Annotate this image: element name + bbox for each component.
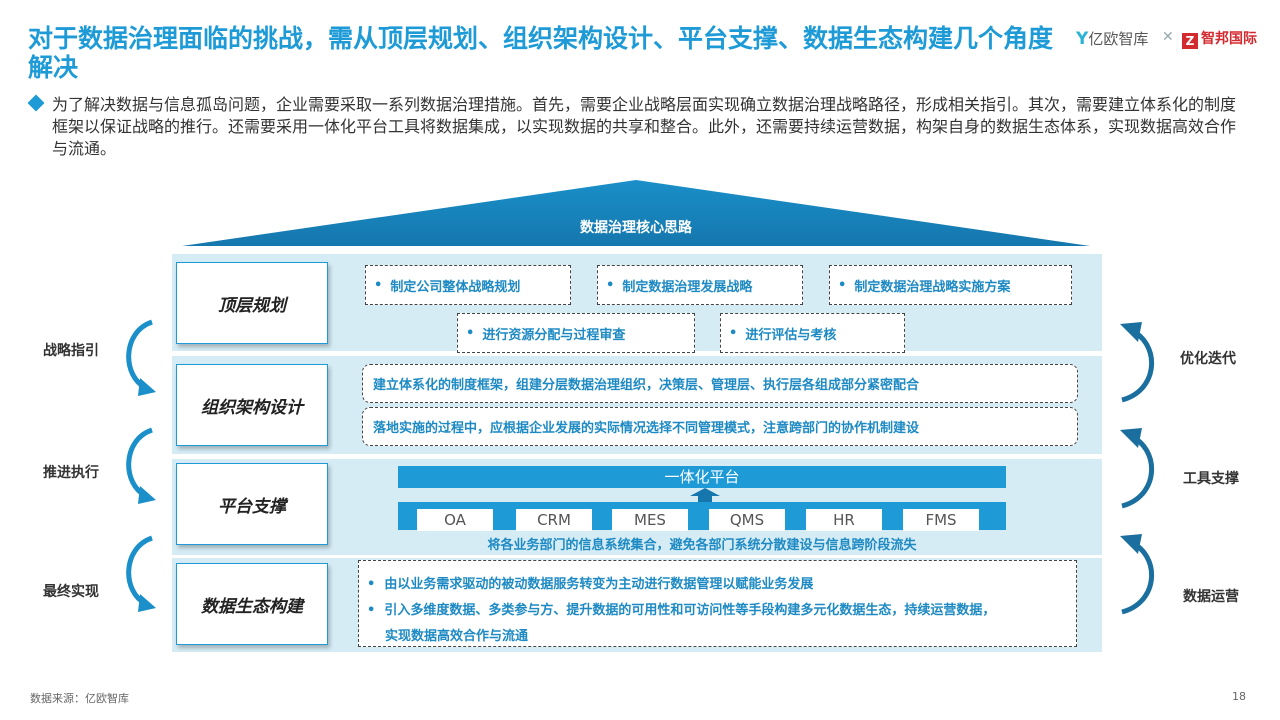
eco-item-1-text: 由以业务需求驱动的被动数据服务转变为主动进行数据管理以赋能业务发展 <box>384 577 814 592</box>
top-item-5-text: 进行评估与考核 <box>745 327 837 343</box>
curved-arrow-down-icon <box>126 319 156 396</box>
zhibang-logo-icon: Z <box>1182 33 1198 49</box>
label-final-realization: 最终实现 <box>43 584 99 600</box>
layer-org-design-title: 组织架构设计 <box>176 364 328 446</box>
org-item-2: 落地实施的过程中，应根据企业发展的实际情况选择不同管理模式，注意跨部门的协作机制… <box>362 407 1078 446</box>
system-mes: MES <box>612 509 688 531</box>
org-item-1: 建立体系化的制度框架，组建分层数据治理组织，决策层、管理层、执行层各组成部分紧密… <box>362 364 1078 403</box>
system-fms: FMS <box>903 509 979 531</box>
system-crm: CRM <box>516 509 592 531</box>
unified-platform-bar: 一体化平台 <box>398 466 1006 488</box>
curved-arrow-down-icon <box>126 427 156 504</box>
platform-note: 将各业务部门的信息系统集合，避免各部门系统分散建设与信息跨阶段流失 <box>487 538 917 553</box>
top-item-2: • 制定数据治理发展战略 <box>597 265 803 305</box>
top-item-4-text: 进行资源分配与过程审查 <box>482 327 626 343</box>
intro-text: 为了解决数据与信息孤岛问题，企业需要采取一系列数据治理措施。首先，需要企业战略层… <box>52 95 1237 158</box>
top-item-4: • 进行资源分配与过程审查 <box>457 313 695 353</box>
system-oa: OA <box>417 509 493 531</box>
eco-item-2-cont: 实现数据高效合作与流通 <box>385 629 529 644</box>
bullet-dot: • <box>838 277 847 293</box>
page-title: 对于数据治理面临的挑战，需从顶层规划、组织架构设计、平台支撑、数据生态构建几个角… <box>28 24 1054 82</box>
up-arrow-icon <box>690 488 720 502</box>
label-execution: 推进执行 <box>43 465 99 481</box>
bullet-dot: • <box>729 325 738 341</box>
top-item-2-text: 制定数据治理发展战略 <box>622 279 753 295</box>
curved-arrow-down-icon <box>126 535 156 612</box>
eco-items-box: • 由以业务需求驱动的被动数据服务转变为主动进行数据管理以赋能业务发展 • 引入… <box>358 560 1077 647</box>
cross-icon: ✕ <box>1162 29 1174 45</box>
bullet-dot: • <box>367 603 376 618</box>
roof-triangle <box>182 180 1090 246</box>
eco-item-1: • 由以业务需求驱动的被动数据服务转变为主动进行数据管理以赋能业务发展 <box>367 573 813 592</box>
curved-arrow-up-icon <box>1120 428 1155 509</box>
system-hr: HR <box>806 509 882 531</box>
label-tool-support: 工具支撑 <box>1183 471 1239 487</box>
label-optimize-iterate: 优化迭代 <box>1180 351 1236 367</box>
eco-item-2: • 引入多维度数据、多类参与方、提升数据的可用性和可访问性等手段构建多元化数据生… <box>367 599 995 618</box>
bullet-dot: • <box>606 277 615 293</box>
bullet-dot: • <box>367 577 376 592</box>
yiou-logo-text: 亿欧智库 <box>1088 30 1149 48</box>
label-data-operation: 数据运营 <box>1183 589 1239 605</box>
org-item-2-text: 落地实施的过程中，应根据企业发展的实际情况选择不同管理模式，注意跨部门的协作机制… <box>373 421 920 436</box>
layer-platform-title: 平台支撑 <box>176 463 328 545</box>
label-strategy-guide: 战略指引 <box>43 343 99 359</box>
top-item-3-text: 制定数据治理战略实施方案 <box>854 279 1011 295</box>
layer-top-planning-title: 顶层规划 <box>176 262 328 344</box>
page-number: 18 <box>1232 690 1246 703</box>
data-source: 数据来源：亿欧智库 <box>30 692 129 705</box>
curved-arrow-up-icon <box>1120 534 1155 615</box>
bullet-dot: • <box>466 325 475 341</box>
org-item-1-text: 建立体系化的制度框架，组建分层数据治理组织，决策层、管理层、执行层各组成部分紧密… <box>373 378 920 393</box>
system-qms: QMS <box>709 509 785 531</box>
top-item-1-text: 制定公司整体战略规划 <box>390 279 521 295</box>
zhibang-logo-text: 智邦国际 <box>1201 31 1257 47</box>
eco-item-2-text: 引入多维度数据、多类参与方、提升数据的可用性和可访问性等手段构建多元化数据生态，… <box>384 603 996 618</box>
top-item-5: • 进行评估与考核 <box>720 313 905 353</box>
top-item-3: • 制定数据治理战略实施方案 <box>829 265 1072 305</box>
top-item-1: • 制定公司整体战略规划 <box>365 265 571 305</box>
yiou-logo: Y亿欧智库 <box>1076 28 1148 49</box>
bullet-dot: • <box>374 277 383 293</box>
layer-data-ecosystem-title: 数据生态构建 <box>176 563 328 645</box>
yiou-logo-icon: Y <box>1076 29 1089 49</box>
diamond-bullet-icon <box>27 94 45 112</box>
curved-arrow-up-icon <box>1120 322 1155 403</box>
roof-title: 数据治理核心思路 <box>580 220 692 236</box>
